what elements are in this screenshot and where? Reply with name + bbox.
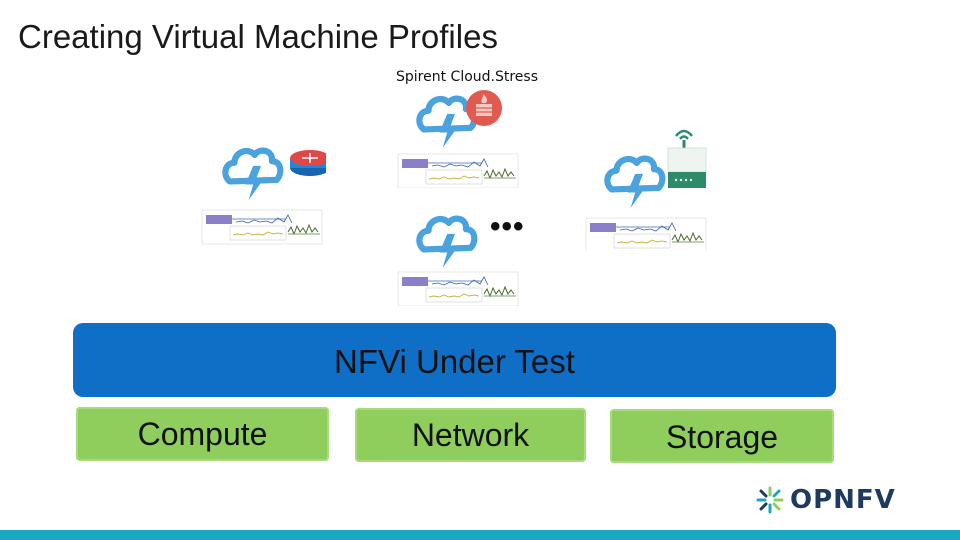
- firewall-icon: [466, 90, 502, 126]
- vm-firewall: [394, 88, 520, 188]
- more-vms-ellipsis: •••: [490, 210, 525, 243]
- router-icon: [290, 150, 326, 176]
- storage-label: Storage: [665, 419, 779, 455]
- opnfv-logo-text: OPNFV: [790, 485, 896, 515]
- traffic-chart: [201, 209, 323, 245]
- vm-firewall-graphic: [397, 90, 519, 188]
- traffic-chart: [397, 153, 519, 188]
- traffic-chart: [397, 271, 519, 306]
- compute-label: Compute: [137, 416, 268, 452]
- compute-box: Compute: [76, 407, 329, 461]
- network-box: Network: [355, 408, 586, 462]
- spirent-caption: Spirent Cloud.Stress: [396, 69, 539, 85]
- traffic-chart: [585, 217, 707, 250]
- storage-box: Storage: [610, 409, 834, 463]
- wifi-access-point-icon: [667, 129, 707, 188]
- cloud-icon: [419, 219, 474, 269]
- opnfv-logo-mark-icon: [756, 486, 784, 514]
- cloud-icon: [225, 151, 280, 201]
- cloud-icon: [419, 99, 474, 149]
- vm-router-graphic: [201, 138, 326, 245]
- vm-access-point: [584, 126, 720, 250]
- vm-access-point-graphic: [585, 129, 707, 250]
- vm-router: [200, 138, 326, 246]
- opnfv-logo: OPNFV: [754, 484, 895, 516]
- nfvi-label: NFVi Under Test: [334, 343, 575, 380]
- nfvi-under-test-bar: NFVi Under Test: [73, 323, 836, 397]
- network-label: Network: [411, 417, 530, 453]
- cloud-icon: [607, 159, 662, 209]
- footer-bar: [0, 530, 960, 540]
- slide-title: Creating Virtual Machine Profiles: [18, 18, 498, 55]
